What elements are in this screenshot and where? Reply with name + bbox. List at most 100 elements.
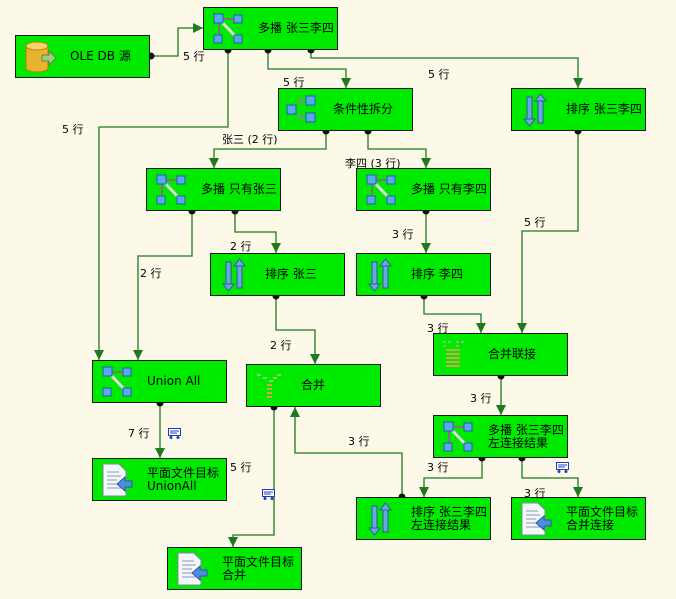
row-count-label: 2 行 <box>140 267 162 280</box>
data-path[interactable] <box>310 50 579 88</box>
row-count-label: 5 行 <box>230 461 252 474</box>
component-label: 多播 只有李四 <box>411 183 487 196</box>
data-viewer-icon[interactable] <box>556 458 569 473</box>
component-label: 平面文件目标合并连接 <box>566 504 639 532</box>
arrow-head-icon <box>310 354 320 364</box>
component-split[interactable]: 条件性拆分 <box>278 88 413 131</box>
sort-icon <box>363 501 399 537</box>
data-path[interactable] <box>267 50 347 88</box>
row-count-label: 5 行 <box>62 123 84 136</box>
component-label-line1: 平面文件目标 <box>222 554 295 569</box>
data-path[interactable] <box>151 27 203 57</box>
component-sort_all[interactable]: 排序 张三李四 <box>511 88 646 131</box>
merge-icon <box>253 368 289 404</box>
data-viewer-icon[interactable] <box>262 485 275 500</box>
component-label-line1: 排序 张三 <box>265 267 317 281</box>
component-ff_mj[interactable]: 平面文件目标合并连接 <box>511 497 646 540</box>
arrow-head-icon <box>94 350 104 360</box>
row-count-label: 5 行 <box>524 216 546 229</box>
arrow-head-icon <box>271 243 281 253</box>
data-path[interactable] <box>232 407 275 547</box>
flat-file-destination-icon <box>99 462 135 498</box>
component-mergejoin[interactable]: 合并联接 <box>433 333 568 376</box>
component-label-line1: 多播 张三李四 <box>488 422 564 437</box>
component-label-line1: 合并 <box>301 378 326 392</box>
arrow-head-icon <box>496 405 506 415</box>
data-path[interactable] <box>521 131 579 333</box>
component-label-line2: 左连接结果 <box>488 435 549 450</box>
component-label: Union All <box>147 375 200 388</box>
component-mc_ls[interactable]: 多播 只有李四 <box>356 168 491 211</box>
component-label-line1: 合并联接 <box>488 347 537 361</box>
multicast-icon <box>153 172 189 208</box>
component-label-line1: 多播 只有李四 <box>411 182 487 196</box>
data-path[interactable] <box>234 211 277 253</box>
union-all-icon <box>99 364 135 400</box>
arrow-head-icon <box>290 407 300 417</box>
component-sort_ls[interactable]: 排序 李四 <box>356 253 491 296</box>
merge-join-icon <box>440 337 476 373</box>
arrow-head-icon <box>517 323 527 333</box>
arrow-head-icon <box>133 350 143 360</box>
component-label: 条件性拆分 <box>333 103 393 116</box>
component-label: 多播 只有张三 <box>201 183 277 196</box>
sort-icon <box>363 257 399 293</box>
component-label: 合并联接 <box>488 348 536 361</box>
component-label-line1: 条件性拆分 <box>333 102 394 116</box>
component-sort_zs[interactable]: 排序 张三 <box>210 253 345 296</box>
component-label: 排序 张三李四 <box>566 103 642 116</box>
component-label-line1: OLE DB 源 <box>70 49 131 63</box>
row-count-label: 3 行 <box>470 392 492 405</box>
component-ole[interactable]: OLE DB 源 <box>15 35 150 78</box>
row-count-label: 2 行 <box>230 240 252 253</box>
data-path[interactable] <box>98 50 229 360</box>
arrow-head-icon <box>573 487 583 497</box>
row-count-label: 李四 (3 行) <box>345 157 401 170</box>
arrow-head-icon <box>573 78 583 88</box>
component-label-line1: 排序 张三李四 <box>566 102 642 116</box>
multicast-icon <box>363 172 399 208</box>
component-label: 排序 张三李四左连接结果 <box>411 505 487 532</box>
arrow-head-icon <box>341 78 351 88</box>
component-label: 排序 李四 <box>411 268 463 281</box>
multicast-icon <box>210 11 246 47</box>
component-label-line1: Union All <box>147 374 201 388</box>
database-source-icon <box>22 39 58 75</box>
row-count-label: 7 行 <box>128 427 150 440</box>
component-label-line1: 多播 只有张三 <box>201 182 277 196</box>
component-label: 多播 张三李四 <box>258 22 334 35</box>
arrow-head-icon <box>476 323 486 333</box>
component-sort_left[interactable]: 排序 张三李四左连接结果 <box>356 497 491 540</box>
component-label-line1: 平面文件目标 <box>566 504 639 519</box>
data-path[interactable] <box>294 407 403 497</box>
arrow-head-icon <box>209 158 219 168</box>
component-mc_left[interactable]: 多播 张三李四左连接结果 <box>433 415 568 458</box>
component-label: 多播 张三李四左连接结果 <box>488 422 564 450</box>
multicast-icon <box>440 419 476 455</box>
arrow-head-icon <box>421 243 431 253</box>
component-label: 排序 张三 <box>265 268 317 281</box>
component-label: OLE DB 源 <box>70 50 131 63</box>
component-merge[interactable]: 合并 <box>246 364 381 407</box>
flat-file-destination-icon <box>174 551 210 587</box>
arrow-head-icon <box>419 487 429 497</box>
row-count-label: 5 行 <box>428 68 450 81</box>
component-label-line2: 左连接结果 <box>411 517 472 532</box>
row-count-label: 3 行 <box>524 487 546 500</box>
data-viewer-icon[interactable] <box>168 424 181 439</box>
arrow-head-icon <box>155 448 165 458</box>
component-mc1[interactable]: 多播 张三李四 <box>203 7 338 50</box>
row-count-label: 3 行 <box>427 322 449 335</box>
row-count-label: 3 行 <box>427 461 449 474</box>
component-label-line1: 排序 李四 <box>411 267 463 281</box>
row-count-label: 2 行 <box>270 339 292 352</box>
data-path[interactable] <box>275 296 316 364</box>
component-union[interactable]: Union All <box>92 360 227 403</box>
component-ff_merge[interactable]: 平面文件目标合并 <box>167 547 302 590</box>
row-count-label: 张三 (2 行) <box>222 133 278 146</box>
data-path[interactable] <box>137 211 193 360</box>
conditional-split-icon <box>285 92 321 128</box>
component-mc_zs[interactable]: 多播 只有张三 <box>146 168 281 211</box>
row-count-label: 5 行 <box>183 50 205 63</box>
